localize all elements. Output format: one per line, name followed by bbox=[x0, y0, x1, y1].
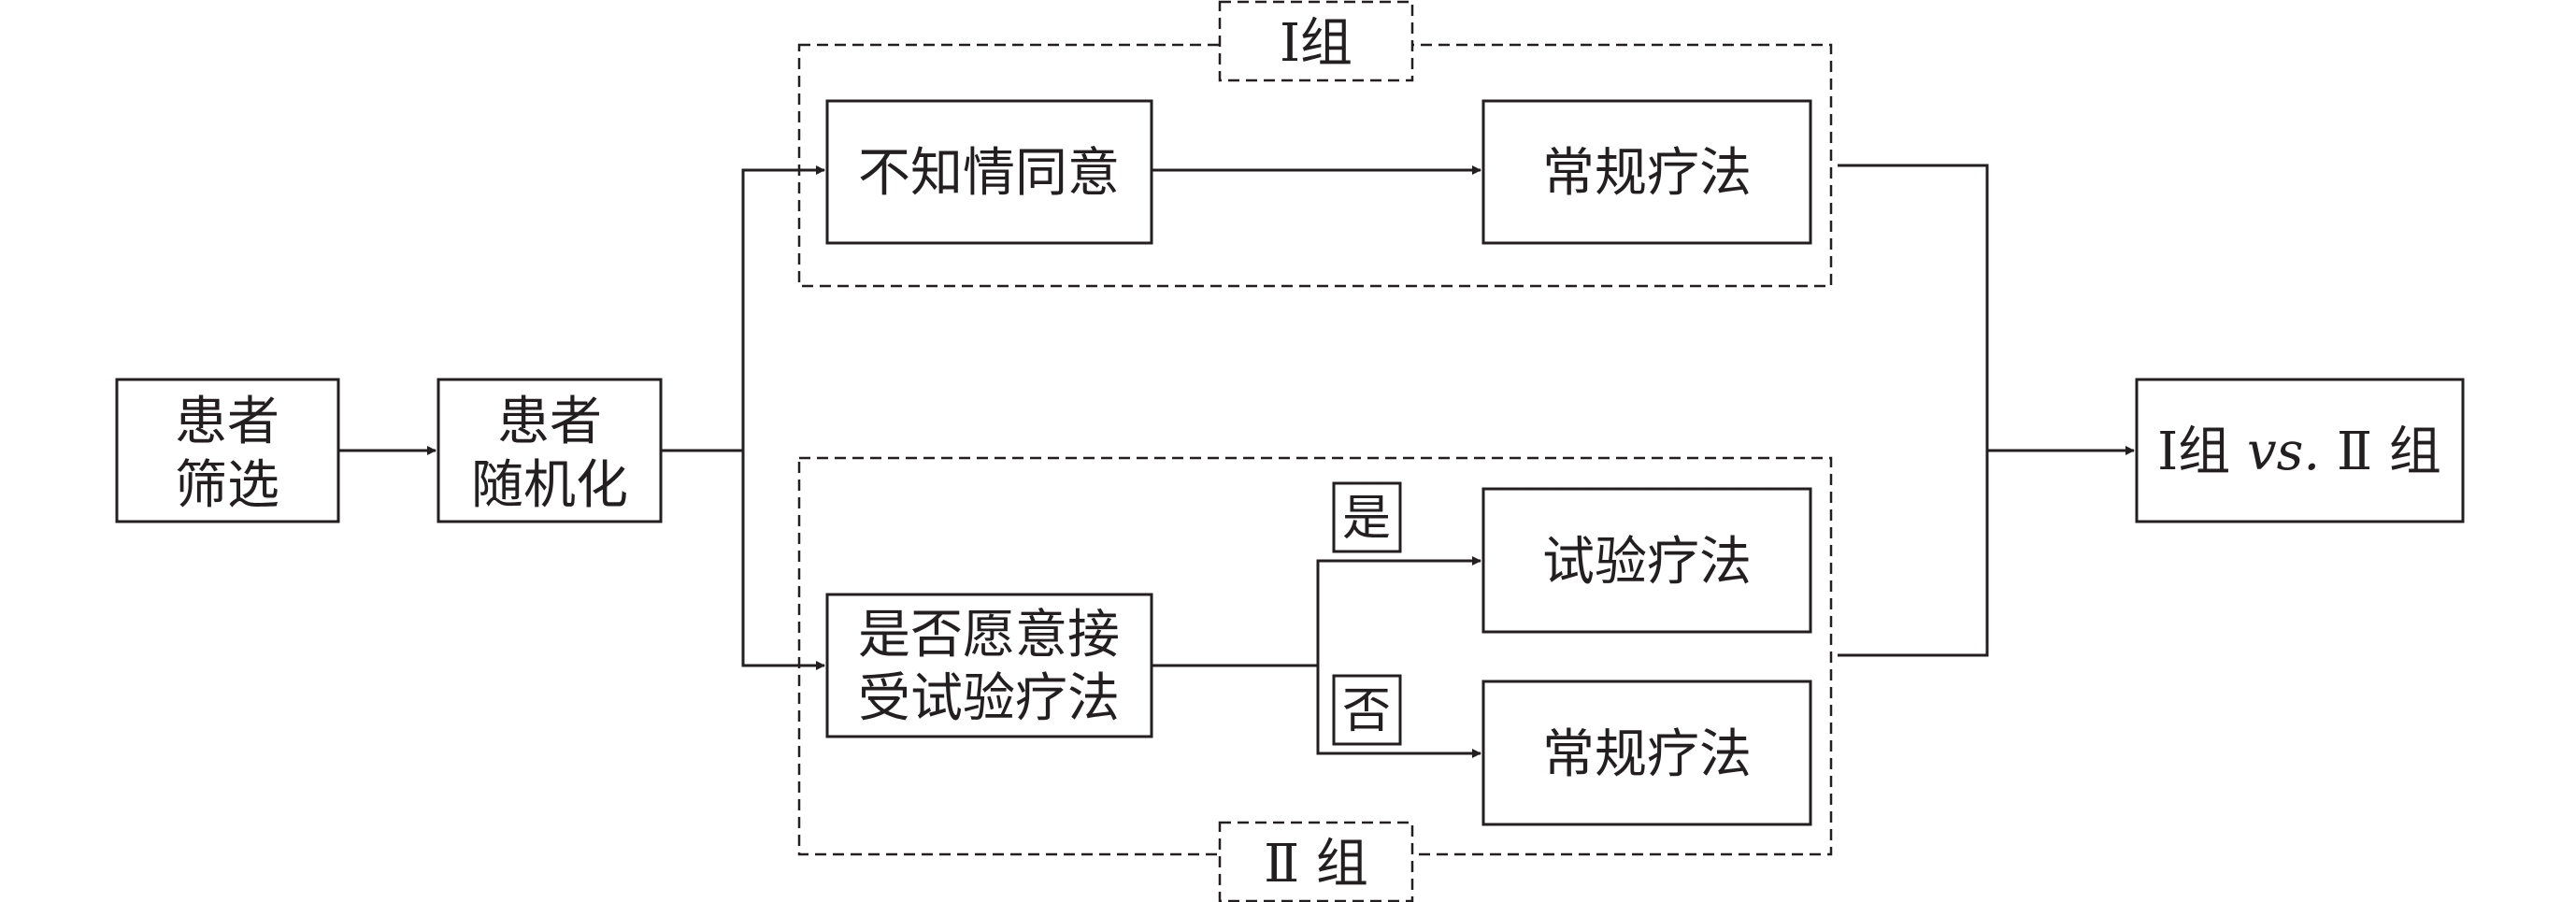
node-comparison-label: Ⅰ组 vs. Ⅱ 组 bbox=[2157, 422, 2441, 482]
branch-yes-tag: 是 bbox=[1332, 481, 1402, 553]
node-randomization-line-2: 随机化 bbox=[471, 455, 628, 516]
node-screening-line-2: 筛选 bbox=[175, 455, 279, 516]
arrow-randomization-to-consent bbox=[661, 165, 825, 452]
comparison-vs: vs. bbox=[2247, 422, 2320, 482]
branch-no-label: 否 bbox=[1342, 683, 1391, 739]
node-randomization: 患者 随机化 bbox=[436, 378, 663, 523]
node-conventional-2: 常规疗法 bbox=[1481, 680, 1812, 826]
arrow-yes-to-experimental bbox=[1152, 556, 1481, 667]
group-2-container: Ⅱ 组 bbox=[797, 456, 1833, 902]
connectors bbox=[338, 164, 2135, 758]
group-1-label: Ⅰ组 bbox=[1280, 13, 1352, 74]
branch-no-tag: 否 bbox=[1332, 674, 1402, 746]
group-1-container: Ⅰ组 bbox=[797, 0, 1833, 288]
node-uninformed-consent-label: 不知情同意 bbox=[858, 143, 1120, 204]
arrow-randomization-to-question bbox=[741, 451, 825, 670]
node-randomization-line-1: 患者 bbox=[497, 392, 602, 452]
comparison-group-2: Ⅱ 组 bbox=[2337, 422, 2441, 482]
node-comparison: Ⅰ组 vs. Ⅱ 组 bbox=[2135, 378, 2465, 523]
node-conventional-1-label: 常规疗法 bbox=[1542, 143, 1752, 204]
node-screening: 患者 筛选 bbox=[115, 378, 340, 523]
node-willing-question-line-1: 是否愿意接 bbox=[858, 605, 1120, 666]
arrow-no-to-conventional bbox=[1316, 666, 1481, 758]
branch-yes-label: 是 bbox=[1342, 491, 1391, 547]
node-experimental: 试验疗法 bbox=[1481, 487, 1812, 634]
group-2-label: Ⅱ 组 bbox=[1264, 834, 1368, 895]
node-conventional-1: 常规疗法 bbox=[1481, 99, 1812, 245]
node-uninformed-consent: 不知情同意 bbox=[825, 99, 1153, 245]
node-willing-question-line-2: 受试验疗法 bbox=[858, 668, 1120, 729]
comparison-group-1: Ⅰ组 bbox=[2157, 422, 2230, 482]
node-conventional-2-label: 常规疗法 bbox=[1542, 724, 1752, 785]
merge-line bbox=[1838, 164, 1989, 657]
node-screening-line-1: 患者 bbox=[175, 392, 279, 452]
node-willing-question: 是否愿意接 受试验疗法 bbox=[825, 593, 1153, 738]
node-experimental-label: 试验疗法 bbox=[1542, 532, 1752, 593]
